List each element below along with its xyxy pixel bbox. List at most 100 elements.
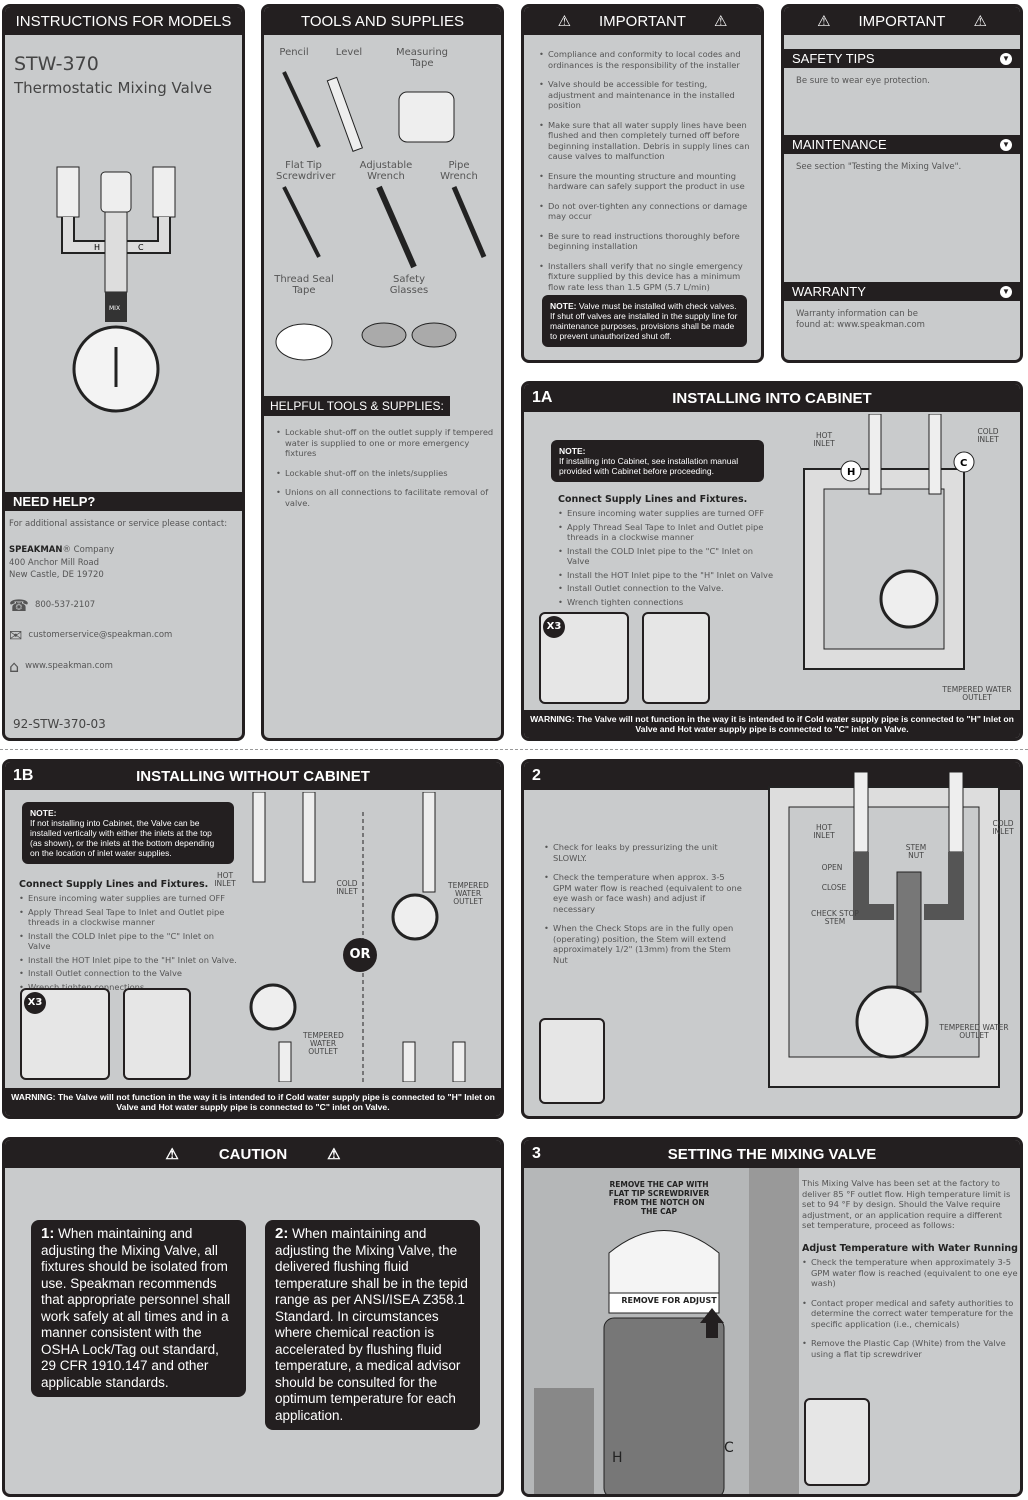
header-title: SETTING THE MIXING VALVE [667,1145,877,1163]
section-1a-panel: 1A INSTALLING INTO CABINET NOTE:If instal… [521,381,1023,741]
hot-inlet-label: HOT INLET [214,871,236,888]
caution-number: 1: [41,1225,55,1242]
note-text: If installing into Cabinet, see installa… [559,456,739,476]
panel-header: ⚠IMPORTANT⚠ [784,7,1020,35]
tempered-outlet-label: TEMPERED WATER OUTLET [448,881,489,906]
note-box: NOTE:If not installing into Cabinet, the… [22,802,234,864]
warning-icon: ⚠ [713,13,728,30]
note-text: If not installing into Cabinet, the Valv… [30,818,215,858]
tempered-outlet-label-2: TEMPERED WATER OUTLET [303,1031,344,1056]
warning-icon: ⚠ [973,13,987,30]
panel-header: 2 [524,762,1020,790]
warranty-header[interactable]: WARRANTY▼ [784,282,1020,301]
glasses-icon [411,322,457,348]
tools-panel: TOOLS AND SUPPLIES Pencil Level Measurin… [261,4,504,741]
helpful-header: HELPFUL TOOLS & SUPPLIES: [264,396,450,416]
c-label: C [724,1440,734,1456]
subheading: Connect Supply Lines and Fixtures. [19,879,209,890]
web-link[interactable]: www.speakman.com [25,661,113,671]
cabinet-illustration: H C [803,414,975,670]
phone-icon: ☎ [9,596,29,615]
warning-banner: WARNING: The Valve will not function in … [524,710,1020,738]
wrench-box [123,988,191,1080]
section-2-panel: 2 Check for leaks by pressurizing the un… [521,759,1023,1119]
quantity-badge: X3 [543,616,565,638]
tool-adjustable-wrench: Adjustable Wrench [359,160,413,182]
important-list: Compliance and conformity to local codes… [539,49,754,301]
subheading: Connect Supply Lines and Fixtures. [558,494,748,505]
hot-inlet-label: HOT INLET [813,823,835,840]
quantity-badge: X3 [24,992,46,1014]
caution-text: When maintaining and adjusting the Mixin… [275,1226,468,1423]
caution-box-1: 1: When maintaining and adjusting the Mi… [31,1220,246,1397]
warning-icon: ⚠ [327,1146,341,1163]
warning-banner: WARNING: The Valve will not function in … [5,1088,501,1116]
pipe-wrench-icon [451,186,487,258]
tool-pencil: Pencil [279,47,309,58]
header-title: CAUTION [218,1145,288,1163]
level-icon [326,76,364,152]
list-item: Check for leaks by pressurizing the unit… [544,842,744,863]
close-label: CLOSE [821,883,847,892]
list-item: Install the COLD Inlet pipe to the "C" I… [558,546,778,567]
brand-suffix: ® Company [62,545,115,555]
list-item: Compliance and conformity to local codes… [539,49,754,70]
cold-inlet-label: COLD INLET [977,427,999,444]
stem-nut-label: STEM NUT [905,843,927,860]
panel-header: ⚠ CAUTION ⚠ [5,1140,501,1168]
tempered-outlet-label: TEMPERED WATER OUTLET [942,685,1012,702]
header-title: INSTALLING INTO CABINET [672,389,872,407]
header-title: IMPORTANT [599,12,686,30]
list-item: Apply Thread Seal Tape to Inlet and Outl… [558,522,778,543]
help-text: For additional assistance or service ple… [9,519,228,529]
caution-box-2: 2: When maintaining and adjusting the Mi… [265,1220,480,1430]
home-icon: ⌂ [9,657,20,676]
list-item: Install Outlet connection to the Valve [19,968,239,979]
note-box: NOTE: Valve must be installed with check… [542,295,747,347]
steps-list: Check for leaks by pressurizing the unit… [544,842,744,974]
list-item: When the Check Stops are in the fully op… [544,923,744,965]
model-number: STW-370 [14,53,99,75]
header-title: TOOLS AND SUPPLIES [300,12,465,30]
step-number: 1A [532,389,553,406]
note-label: NOTE: [559,446,586,456]
chevron-down-icon: ▼ [1000,138,1012,151]
warning-icon: ⚠ [557,13,572,30]
section-title: WARRANTY [792,284,866,299]
maintenance-header[interactable]: MAINTENANCE ▼ [784,135,1020,154]
tool-level: Level [335,47,363,58]
caution-number: 2: [275,1225,289,1242]
note-text: Valve must be installed with check valve… [550,301,738,341]
header-title: INSTRUCTIONS FOR MODELS [15,12,232,30]
c-marker: C [960,458,967,469]
safety-tips-header[interactable]: SAFETY TIPS▼ [784,49,1020,68]
caution-panel: ⚠ CAUTION ⚠ 1: When maintaining and adjust… [2,1137,504,1497]
list-item: Install the HOT Inlet pipe to the "H" In… [558,570,778,581]
list-item: Lockable shut-off on the outlet supply i… [276,427,496,459]
phone[interactable]: 800-537-2107 [34,600,96,610]
list-item: Check the temperature when approx. 3-5 G… [544,872,744,914]
h-label: H [94,243,100,252]
list-item: Do not over-tighten any connections or d… [539,201,754,222]
list-item: Remove the Plastic Cap (White) from the … [802,1338,1020,1359]
h-marker: H [847,467,855,478]
list-item: Make sure that all water supply lines ha… [539,120,754,162]
panel-header: TOOLS AND SUPPLIES [264,7,501,35]
wrench-box [642,612,710,704]
list-item: Ensure the mounting structure and mounti… [539,171,754,192]
list-item: Ensure incoming water supplies are turne… [19,893,239,904]
warning-icon: ⚠ [165,1146,179,1163]
section-title: MAINTENANCE [792,137,887,152]
list-item: Install the HOT Inlet pipe to the "H" In… [19,955,239,966]
divider [0,749,1028,750]
step-number: 3 [532,1145,541,1162]
list-item: Contact proper medical and safety author… [802,1298,1020,1330]
tape-pipe-box: X3 [539,612,629,704]
address-line-1: 400 Anchor Mill Road [9,558,100,568]
hot-inlet-label: HOT INLET [813,431,835,448]
note-label: NOTE: [30,808,57,818]
cold-inlet-label: COLD INLET [992,819,1014,836]
tool-screwdriver: Flat Tip Screwdriver [276,160,336,182]
email-link[interactable]: customerservice@speakman.com [28,630,173,640]
